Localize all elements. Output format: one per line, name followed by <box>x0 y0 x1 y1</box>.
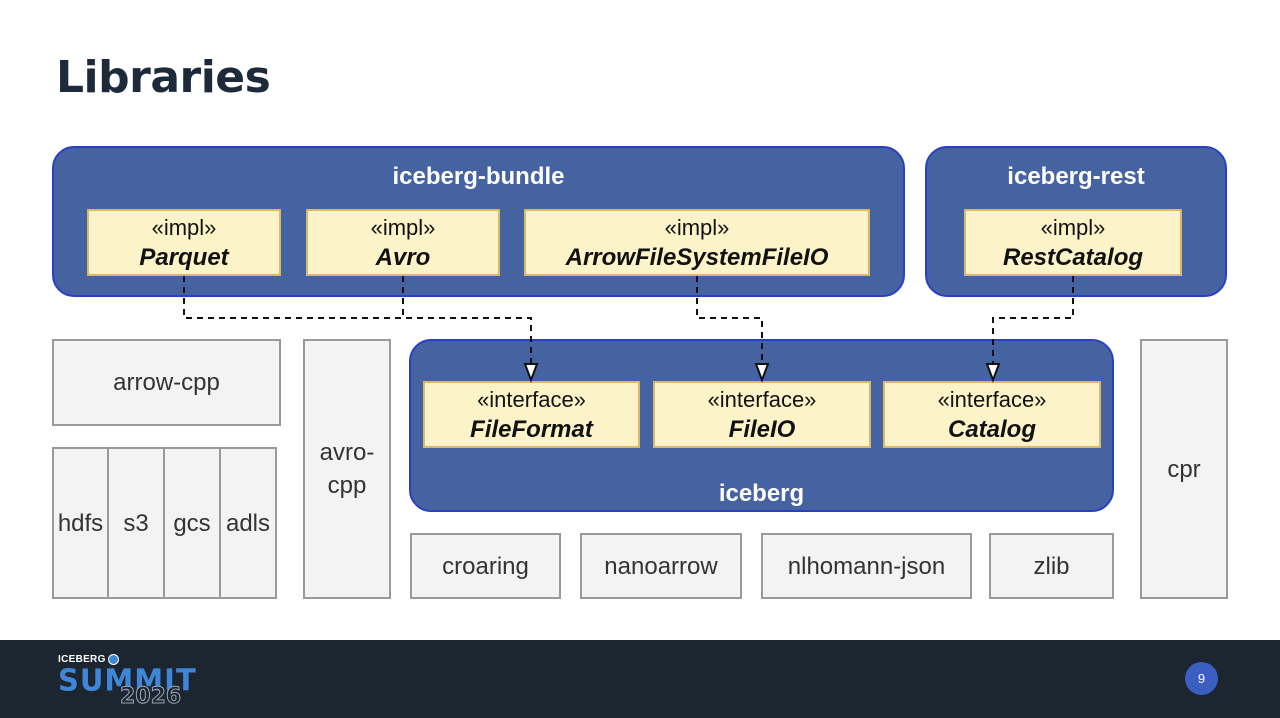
library-label: s3 <box>123 509 149 537</box>
interface-fileio: «interface» FileIO <box>653 381 871 448</box>
slide-title: Libraries <box>56 52 271 103</box>
library-label: adls <box>225 509 271 537</box>
dependency-line-parquet <box>183 276 532 364</box>
component-name: Avro <box>375 243 431 271</box>
component-avro: «impl» Avro <box>306 209 500 276</box>
library-label: croaring <box>442 552 529 580</box>
library-label: cpr <box>1167 455 1201 483</box>
library-label: avro- <box>319 439 375 466</box>
logo-top-line: ICEBERG <box>58 654 119 665</box>
library-label: cpp <box>327 472 367 499</box>
logo-summit-text: SUMMIT <box>58 662 197 698</box>
package-title: iceberg-bundle <box>392 163 565 190</box>
library-adls: adls <box>219 447 277 599</box>
logo-year-text: 2026 <box>119 684 182 710</box>
stereotype-label: «interface» <box>937 386 1047 412</box>
dependency-line-arrowfs <box>696 276 763 364</box>
dependency-line-restcatalog <box>992 276 1074 364</box>
library-label: hdfs <box>57 509 104 537</box>
component-name: Catalog <box>947 415 1036 443</box>
stereotype-label: «impl» <box>1040 214 1106 240</box>
library-zlib: zlib <box>989 533 1114 599</box>
page-number-badge: 9 <box>1185 662 1218 695</box>
library-label: gcs <box>173 509 211 537</box>
library-croaring: croaring <box>410 533 561 599</box>
component-name: ArrowFileSystemFileIO <box>565 243 829 271</box>
architecture-diagram: iceberg-bundle iceberg-rest iceberg «imp… <box>52 146 1228 599</box>
arrowhead-catalog <box>985 363 1001 383</box>
dependency-arrows <box>183 276 1074 383</box>
library-nanoarrow: nanoarrow <box>580 533 742 599</box>
component-name: Parquet <box>139 243 229 271</box>
component-parquet: «impl» Parquet <box>87 209 281 276</box>
logo-brand-text: ICEBERG <box>58 654 106 665</box>
interface-fileformat: «interface» FileFormat <box>423 381 640 448</box>
stereotype-label: «interface» <box>477 386 586 412</box>
library-avro-cpp: avro- cpp <box>303 339 391 599</box>
package-title: iceberg <box>718 480 805 507</box>
interface-catalog: «interface» Catalog <box>883 381 1101 448</box>
arrowhead-fileformat <box>523 363 539 383</box>
stereotype-label: «impl» <box>151 214 217 240</box>
library-gcs: gcs <box>163 447 221 599</box>
library-nlohmann-json: nlhomann-json <box>761 533 972 599</box>
component-name: FileFormat <box>470 415 593 443</box>
library-cpr: cpr <box>1140 339 1228 599</box>
arrowhead-fileio <box>754 363 770 383</box>
component-name: RestCatalog <box>1002 243 1144 271</box>
globe-icon <box>107 654 119 665</box>
stereotype-label: «impl» <box>370 214 436 240</box>
component-rest-catalog: «impl» RestCatalog <box>964 209 1182 276</box>
iceberg-summit-logo: ICEBERG SUMMIT 2026 <box>58 654 196 710</box>
library-label: nlhomann-json <box>787 552 946 580</box>
footer-bar: ICEBERG SUMMIT 2026 <box>0 640 1280 718</box>
library-label: arrow-cpp <box>113 369 220 396</box>
library-s3: s3 <box>107 447 165 599</box>
package-title: iceberg-rest <box>1007 163 1145 190</box>
library-label: nanoarrow <box>604 552 718 580</box>
library-label: zlib <box>1033 552 1070 580</box>
stereotype-label: «impl» <box>664 214 730 240</box>
library-arrow-cpp: arrow-cpp <box>52 339 281 426</box>
component-name: FileIO <box>728 415 796 443</box>
component-arrow-file-system-fileio: «impl» ArrowFileSystemFileIO <box>524 209 870 276</box>
stereotype-label: «interface» <box>707 386 817 412</box>
